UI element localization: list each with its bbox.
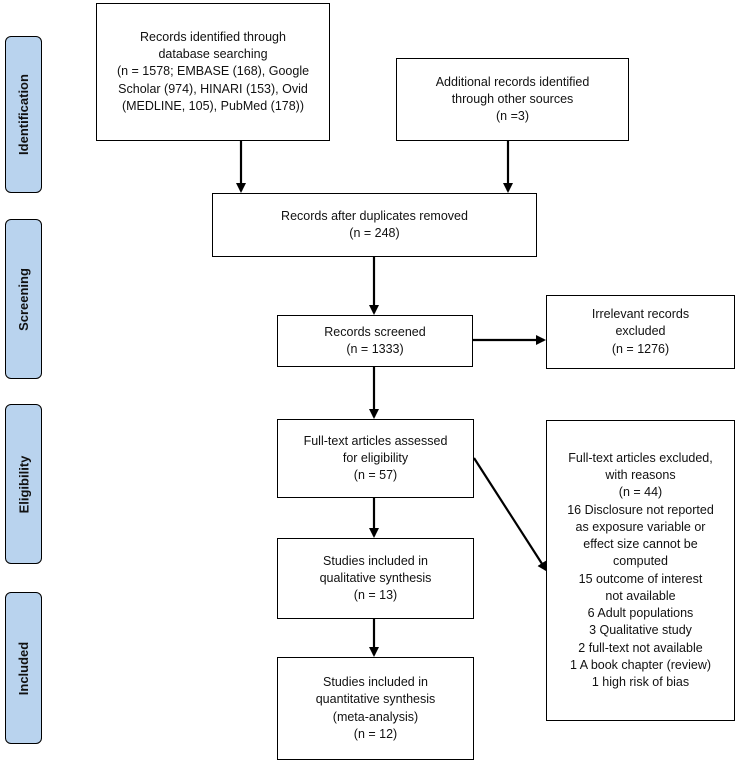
box-line: (n = 13) bbox=[353, 588, 398, 603]
box-line: Full-text articles excluded, bbox=[568, 450, 713, 465]
box-line: with reasons bbox=[605, 468, 676, 482]
box-fulltext-excluded: Full-text articles excluded, with reason… bbox=[546, 420, 735, 721]
box-line: as exposure variable or bbox=[575, 519, 706, 534]
box-line: 16 Disclosure not reported bbox=[567, 502, 714, 517]
box-line: Studies included in bbox=[323, 553, 428, 568]
box-line: excluded bbox=[615, 324, 666, 339]
box-duplicates-removed: Records after duplicates removed (n = 24… bbox=[212, 193, 537, 257]
box-quantitative-synthesis: Studies included in quantitative synthes… bbox=[277, 657, 474, 760]
box-records-screened: Records screened (n = 1333) bbox=[277, 315, 473, 367]
stage-included: Included bbox=[5, 592, 42, 744]
stage-label: Identification bbox=[16, 74, 32, 155]
box-line: Additional records identified bbox=[435, 74, 590, 89]
box-line: through other sources bbox=[451, 91, 574, 106]
box-line: Records screened bbox=[324, 324, 426, 339]
box-line: (n = 57) bbox=[353, 468, 398, 483]
box-line: (n = 44) bbox=[618, 485, 663, 500]
box-line: not available bbox=[605, 588, 676, 603]
box-other-sources: Additional records identified through ot… bbox=[396, 58, 629, 141]
box-line: Records identified through bbox=[140, 29, 286, 44]
stage-label: Eligibility bbox=[16, 455, 32, 513]
stage-screening: Screening bbox=[5, 219, 42, 379]
box-line: 1 high risk of bias bbox=[591, 675, 690, 689]
stage-eligibility: Eligibility bbox=[5, 404, 42, 564]
box-line: qualitative synthesis bbox=[319, 570, 432, 585]
box-line: (n = 1333) bbox=[346, 342, 404, 356]
box-line: computed bbox=[613, 554, 668, 569]
box-line: 1 A book chapter (review) bbox=[569, 657, 712, 672]
box-line: database searching bbox=[158, 47, 268, 62]
box-line: (MEDLINE, 105), PubMed (178)) bbox=[121, 98, 304, 113]
box-fulltext-assessed: Full-text articles assessed for eligibil… bbox=[277, 419, 474, 498]
stage-label: Included bbox=[16, 641, 32, 695]
box-line: effect size cannot be bbox=[583, 537, 698, 551]
box-line: quantitative synthesis bbox=[315, 692, 436, 707]
box-line: Full-text articles assessed bbox=[303, 433, 448, 448]
arrow-fulltext-to-excluded bbox=[473, 457, 548, 572]
box-line: (n = 1276) bbox=[611, 341, 670, 356]
stage-label: Screening bbox=[16, 267, 32, 331]
box-line: Scholar (974), HINARI (153), Ovid bbox=[118, 81, 308, 96]
box-database-search: Records identified through database sear… bbox=[96, 3, 330, 141]
box-line: for eligibility bbox=[342, 450, 409, 465]
box-line: Records after duplicates removed bbox=[281, 208, 468, 223]
box-line: (n = 12) bbox=[353, 726, 398, 741]
box-line: 3 Qualitative study bbox=[589, 623, 692, 638]
box-line: (n = 248) bbox=[349, 226, 400, 240]
box-line: Studies included in bbox=[323, 675, 428, 689]
box-irrelevant-excluded: Irrelevant records excluded (n = 1276) bbox=[546, 295, 735, 369]
box-line: (n = 1578; EMBASE (168), Google bbox=[116, 64, 310, 79]
box-line: (n =3) bbox=[495, 109, 529, 124]
box-line: 15 outcome of interest bbox=[578, 571, 703, 586]
box-line: 2 full-text not available bbox=[578, 640, 703, 655]
box-line: Irrelevant records bbox=[591, 307, 690, 322]
box-line: 6 Adult populations bbox=[587, 606, 694, 620]
box-line: (meta-analysis) bbox=[332, 709, 419, 724]
box-qualitative-synthesis: Studies included in qualitative synthesi… bbox=[277, 538, 474, 619]
stage-identification: Identification bbox=[5, 36, 42, 193]
